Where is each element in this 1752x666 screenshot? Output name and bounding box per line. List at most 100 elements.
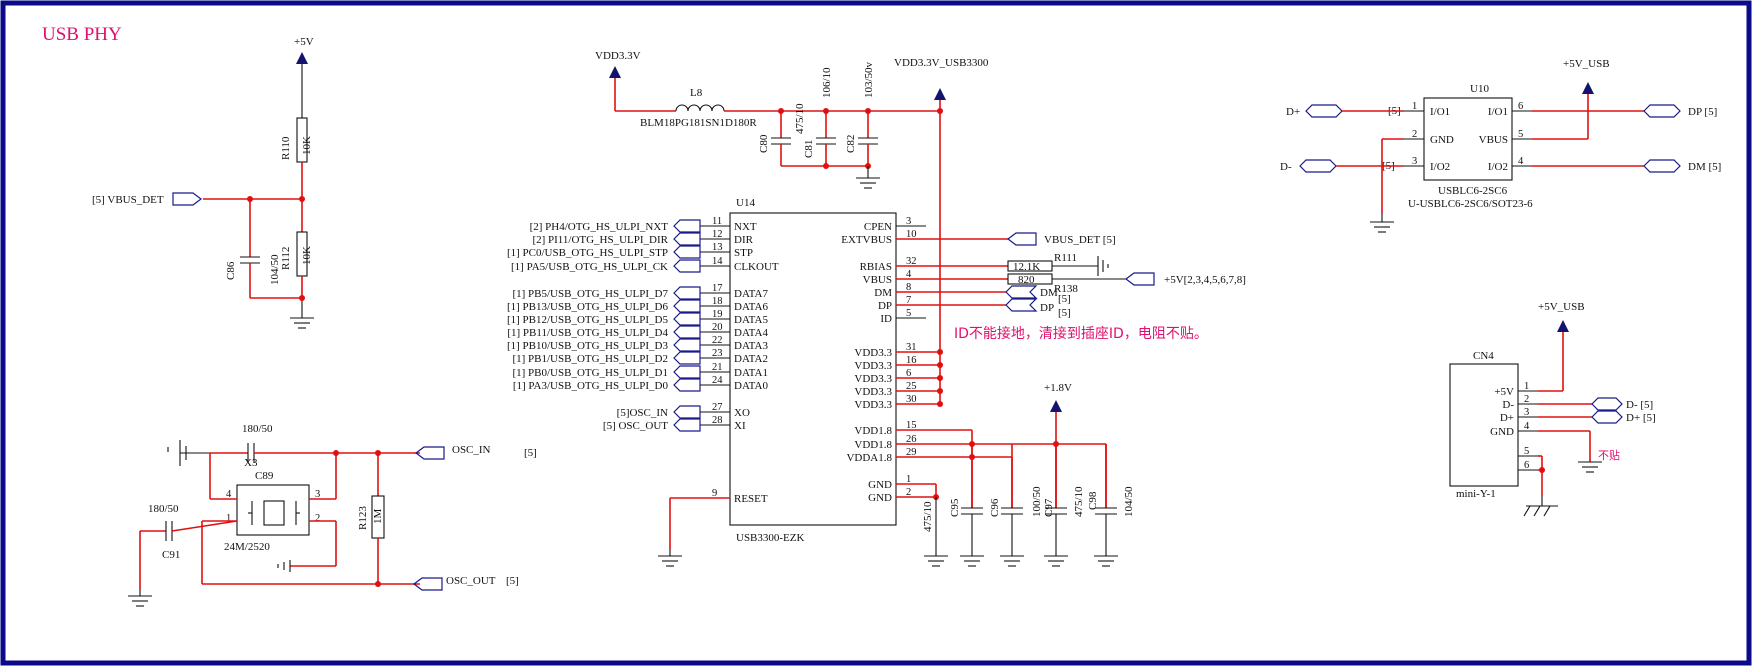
r138-ref: R138 [1054,283,1078,295]
cn4-part: mini-Y-1 [1456,488,1496,500]
dminus-port-icon [1299,159,1337,173]
pin-number: 3 [1524,407,1529,418]
net-label: [1] PB5/USB_OTG_HS_ULPI_D7 [512,288,668,300]
x3-pin4: 4 [226,489,232,500]
rail-5v-usb-cn4-label: +5V_USB [1538,301,1585,313]
dm-cn4-label: D- [5] [1626,399,1653,411]
x3-ref: X3 [244,457,258,469]
pin-number: 19 [712,309,723,320]
net-label: [5] OSC_OUT [603,420,668,432]
c97-ref: C97 [1043,498,1055,517]
pin-name: RESET [734,493,768,505]
net-port-icon [673,299,701,313]
pin-number: 5 [1518,129,1523,140]
u10-left-pin-3: 3 I/O2 [1404,156,1450,173]
cn4-pin-6: 6 [1518,460,1538,471]
cn4-pin-3: 3D+ [1500,407,1538,424]
pin-number: 11 [712,216,722,227]
pin-number: 16 [906,355,917,366]
pin-number: 17 [712,283,723,294]
pin-number: 5 [1524,446,1529,457]
pin-name: VDD3.3 [854,360,892,372]
power-arrow-icon [609,66,621,78]
pin-number: 9 [712,488,717,499]
pin-name: XO [734,407,750,419]
x3-body [236,484,310,536]
pin-number: 4 [1518,156,1524,167]
pin-name: DATA2 [734,353,768,365]
rail-vdd33-label: VDD3.3V [595,50,641,62]
net-port-icon [673,259,701,273]
not-fitted-label: 不贴 [1598,448,1620,462]
dplus-label: D+ [1286,106,1300,118]
pin-name: I/O2 [1430,161,1450,173]
c96-ref: C96 [989,498,1001,517]
pin-name: DATA4 [734,327,768,339]
pin-number: 3 [1412,156,1417,167]
pin-name: CLKOUT [734,261,779,273]
pin-number: 4 [906,269,912,280]
pin-number: 24 [712,375,723,386]
u14-pin-1: 1 GND [868,474,926,491]
osc-out-port-icon [413,577,443,591]
c91-ref: C91 [162,549,180,561]
rail-18v-label: +1.8V [1044,382,1072,394]
dm-right-ref: [5] [1058,293,1071,305]
pin-name: GND [868,479,892,491]
pin-number: 6 [1518,101,1523,112]
pin-number: 6 [906,368,911,379]
pin-number: 1 [1524,381,1529,392]
pin-number: 2 [1412,129,1417,140]
r111-value: 12.1K [1013,261,1040,273]
c80-ref: C80 [758,134,770,153]
pin-number: 32 [906,256,917,267]
pin-number: 1 [906,474,911,485]
u10-left-pin-2: 2 GND [1404,129,1454,146]
cap-1v8-3 [1044,444,1068,567]
dminus-label: D- [1280,161,1292,173]
pin-name: STP [734,247,753,259]
net-label: [1] PB12/USB_OTG_HS_ULPI_D5 [507,314,669,326]
dp-right-label: DP [1040,302,1054,314]
pin-number: 27 [712,402,723,413]
l8-inductor-icon [675,104,725,112]
c82-value: 103/50v [863,61,875,98]
decoupling-caps-1v8 [960,444,1118,567]
c-100-value: 100/50 [1031,486,1043,517]
x3-pin1: 1 [226,513,231,524]
x3-value: 24M/2520 [224,541,270,553]
x3-pin3: 3 [315,489,320,500]
net-label: [1] PC0/USB_OTG_HS_ULPI_STP [507,247,668,259]
pin-name: VDD1.8 [854,439,892,451]
net-label: [2] PH4/OTG_HS_ULPI_NXT [530,221,669,233]
u10-right-pin-4: 4I/O2 [1488,156,1532,173]
pin-number: 6 [1524,460,1529,471]
pin-name: GND [1430,134,1454,146]
u14-right-pins: 3CPEN10EXTVBUS32RBIAS4VBUS8DM7DP5ID31VDD… [841,216,926,504]
power-arrow-icon [1582,82,1594,94]
pin-name: DP [878,300,892,312]
net-label: [1] PB1/USB_OTG_HS_ULPI_D2 [512,353,668,365]
dp-cn4-label: D+ [5] [1626,412,1656,424]
pin-number: 25 [906,381,917,392]
pin-number: 3 [906,216,911,227]
u10-right-pin-6: 6I/O1 [1488,101,1532,118]
pin-name: GND [868,492,892,504]
pin-name: I/O1 [1430,106,1450,118]
pin-name: DATA3 [734,340,768,352]
pin-number: 26 [906,434,917,445]
pin-number: 8 [906,282,911,293]
